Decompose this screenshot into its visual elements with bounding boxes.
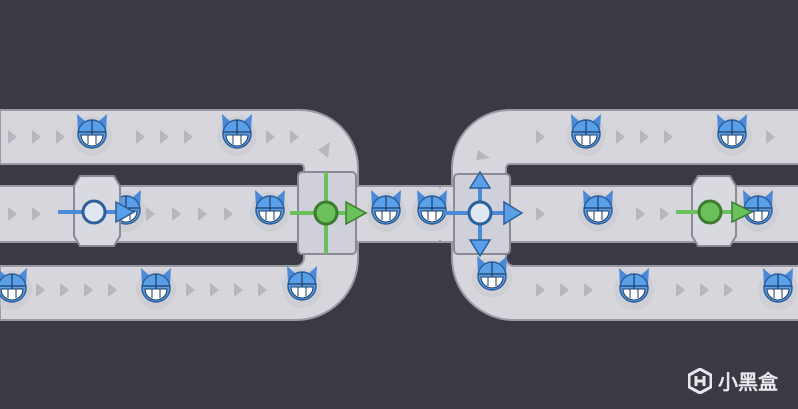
router-node-left[interactable] [58, 175, 136, 247]
watermark-text: 小黑盒 [718, 370, 778, 394]
splitter-node-left[interactable] [290, 171, 368, 255]
splitter-node-right[interactable] [676, 175, 754, 247]
heybox-logo-icon [688, 367, 712, 394]
router-node-cross[interactable] [444, 170, 524, 258]
conveyor-arrows [8, 130, 775, 297]
watermark: 小黑盒 [688, 366, 778, 395]
